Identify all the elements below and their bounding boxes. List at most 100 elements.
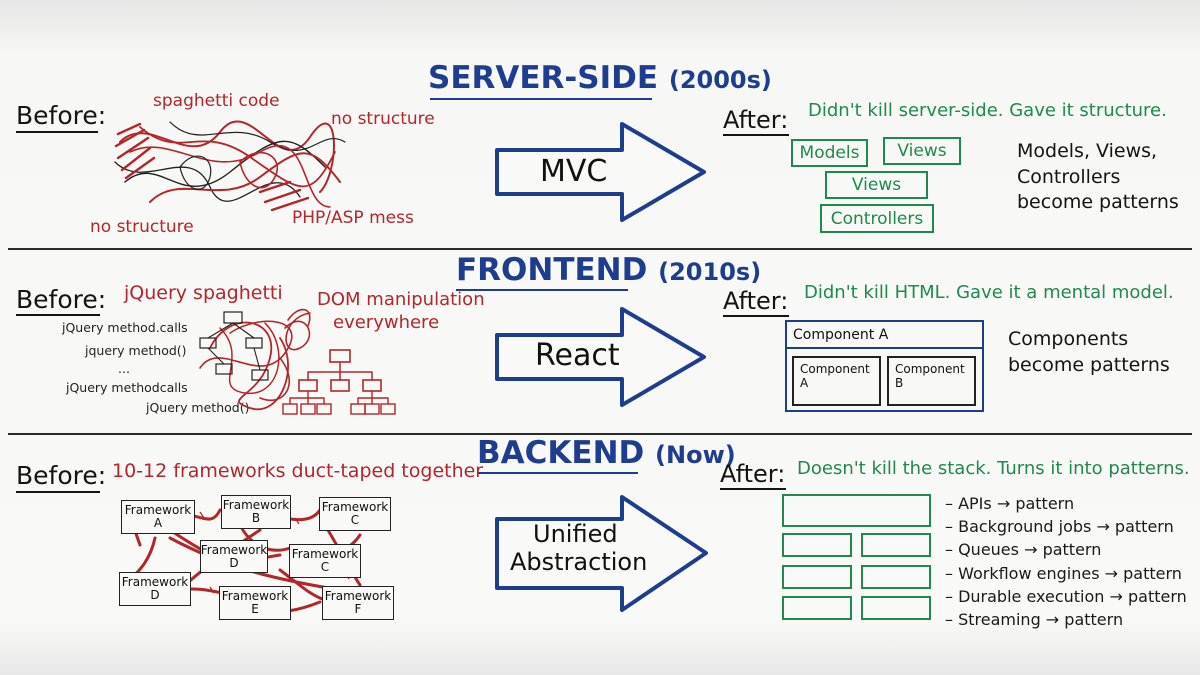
framework-letter: D — [229, 555, 239, 570]
code-line: jQuery method() — [146, 400, 250, 415]
pattern-item-streaming: – Streaming → pattern — [945, 609, 1124, 629]
component-header-rule — [787, 347, 982, 349]
framework-box-c-top: Framework C — [319, 497, 391, 531]
after-underline — [720, 488, 786, 490]
era-text: (Now) — [655, 441, 736, 469]
component-label: Component B — [895, 362, 965, 390]
framework-word: Framework — [321, 500, 389, 515]
framework-box-c-middle: Framework C — [289, 544, 361, 578]
title-underline — [478, 472, 638, 474]
framework-word: Framework — [291, 547, 359, 562]
right-arrow-icon — [495, 495, 708, 612]
box-models: Models — [791, 139, 868, 167]
framework-box-d-bottom: Framework D — [119, 572, 191, 606]
framework-box-f: Framework F — [322, 586, 394, 620]
framework-letter: E — [251, 602, 259, 616]
pattern-block — [861, 565, 931, 589]
pattern-block — [861, 596, 931, 620]
pattern-block — [782, 565, 852, 589]
pattern-item-background-jobs: – Background jobs → pattern — [945, 517, 1174, 537]
framework-letter: A — [153, 516, 163, 530]
dom-tangle-scribble — [199, 308, 396, 415]
after-headline: Doesn't kill the stack. Turns it into pa… — [797, 458, 1190, 479]
annotation-jquery-spaghetti: jQuery spaghetti — [124, 282, 283, 304]
pattern-block — [782, 533, 852, 557]
box-controllers: Controllers — [820, 204, 934, 233]
framework-word: Framework — [121, 575, 189, 590]
arrow-label-abstraction: Abstraction — [510, 548, 648, 576]
summary-text: Components become patterns — [1008, 328, 1170, 376]
after-headline: Didn't kill server-side. Gave it structu… — [808, 100, 1167, 121]
framework-word: Framework — [200, 542, 268, 557]
framework-word: Framework — [324, 589, 392, 604]
framework-letter: D — [150, 588, 160, 602]
before-underline — [16, 491, 100, 493]
title-text: FRONTEND — [456, 252, 648, 288]
annotation-dom-manipulation: DOM manipulation — [317, 289, 485, 310]
section-title-server-side: SERVER-SIDE (2000s) — [428, 63, 772, 94]
before-underline — [16, 131, 98, 133]
framework-box-d-middle: Framework D — [200, 540, 268, 573]
era-text: (2000s) — [668, 66, 772, 94]
arrow-label-react: React — [535, 338, 620, 373]
after-label: After: — [720, 460, 786, 488]
annotation-spaghetti-code: spaghetti code — [153, 91, 280, 111]
before-underline — [16, 314, 100, 316]
annotation-everywhere: everywhere — [333, 312, 440, 333]
annotation-duct-taped: 10-12 frameworks duct-taped together — [112, 460, 484, 482]
era-text: (2010s) — [658, 258, 762, 286]
after-label: After: — [723, 287, 789, 315]
code-line: jQuery method.calls — [62, 320, 188, 335]
after-underline — [723, 134, 789, 136]
framework-letter: C — [320, 560, 330, 574]
outer-component-label: Component A — [793, 327, 889, 343]
pattern-item-queues: – Queues → pattern — [945, 540, 1102, 560]
box-views: Views — [883, 137, 961, 165]
pattern-block — [861, 533, 931, 557]
before-label: Before: — [16, 101, 107, 130]
framework-word: Framework — [124, 503, 192, 518]
code-line: ... — [118, 361, 130, 376]
annotation-no-structure-left: no structure — [90, 217, 194, 237]
component-label: Component A — [800, 362, 870, 390]
title-text: SERVER-SIDE — [428, 60, 659, 96]
framework-word: Framework — [222, 498, 290, 513]
framework-letter: F — [354, 602, 362, 616]
right-arrow-icon — [495, 122, 706, 222]
pattern-item-durable-execution: – Durable execution → pattern — [945, 586, 1187, 606]
annotation-no-structure-right: no structure — [331, 109, 435, 129]
framework-box-a: Framework A — [121, 500, 195, 534]
after-label: After: — [723, 106, 789, 134]
section-divider — [8, 433, 1192, 435]
arrow-label-unified: Unified — [533, 520, 618, 548]
pattern-list: – APIs → pattern – Background jobs → pat… — [945, 492, 1195, 631]
inner-component-a: Component A — [792, 356, 881, 406]
code-line: jquery method() — [85, 343, 187, 358]
section-title-frontend: FRONTEND (2010s) — [456, 255, 761, 286]
component-diagram: Component A — [785, 320, 984, 412]
after-underline — [723, 315, 789, 317]
code-line: jQuery methodcalls — [66, 380, 188, 395]
annotation-php-asp-mess: PHP/ASP mess — [292, 208, 414, 228]
title-underline — [456, 289, 628, 291]
framework-box-e: Framework E — [219, 586, 291, 620]
framework-letter: B — [251, 511, 261, 525]
pattern-block — [782, 596, 852, 620]
pattern-item-apis: – APIs → pattern — [945, 494, 1075, 513]
title-underline — [430, 98, 652, 100]
arrow-label-mvc: MVC — [540, 154, 608, 189]
after-headline: Didn't kill HTML. Gave it a mental model… — [804, 282, 1174, 303]
section-divider — [8, 248, 1192, 250]
framework-box-b: Framework B — [221, 495, 291, 529]
pattern-block-wide — [782, 494, 931, 527]
spaghetti-scribble — [114, 120, 346, 212]
box-views-2: Views — [825, 171, 928, 199]
summary-text: Models, Views, Controllers become patter… — [1017, 140, 1179, 214]
before-label: Before: — [16, 285, 107, 314]
before-label: Before: — [16, 461, 107, 490]
right-arrow-icon — [495, 307, 706, 407]
title-text: BACKEND — [477, 435, 645, 471]
framework-word: Framework — [221, 589, 289, 604]
pattern-item-workflow-engines: – Workflow engines → pattern — [945, 563, 1182, 583]
